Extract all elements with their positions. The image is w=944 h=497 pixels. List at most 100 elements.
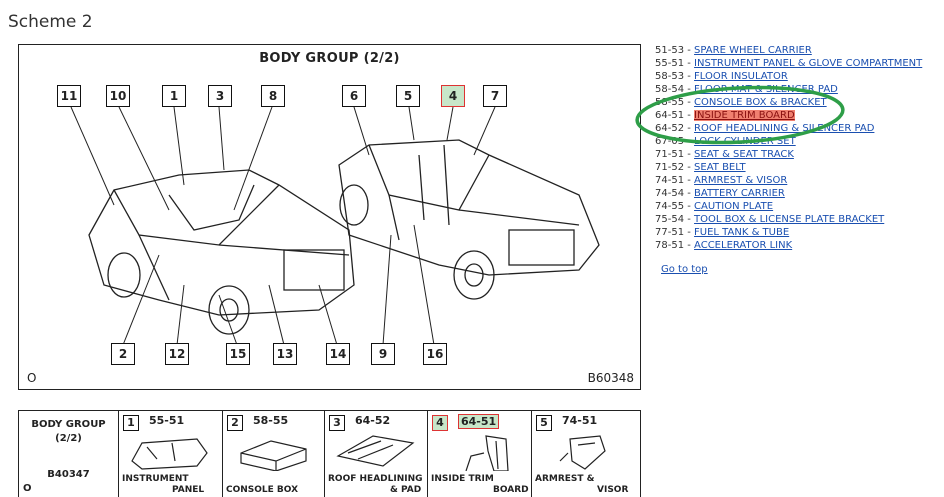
part-code: 55-51	[149, 414, 185, 427]
link-code: 74-54 -	[655, 188, 691, 199]
callout-8: 8	[261, 85, 285, 107]
strip-summary-code: B40347	[47, 469, 90, 480]
link-code: 75-54 -	[655, 214, 691, 225]
link-fuel-tank[interactable]: FUEL TANK & TUBE	[694, 227, 790, 238]
part-thumbnail-armrest-visor[interactable]: 5 74-51 ARMREST &VISOR	[532, 411, 638, 497]
callout-12: 12	[165, 343, 189, 365]
link-code: 55-51 -	[655, 58, 691, 69]
parts-link-list: 51-53 - SPARE WHEEL CARRIER 55-51 - INST…	[655, 44, 922, 252]
part-number: 5	[536, 415, 552, 431]
link-accelerator-link[interactable]: ACCELERATOR LINK	[694, 240, 793, 251]
callout-13: 13	[273, 343, 297, 365]
link-tool-box[interactable]: TOOL BOX & LICENSE PLATE BRACKET	[694, 214, 885, 225]
link-code: 77-51 -	[655, 227, 691, 238]
callout-16: 16	[423, 343, 447, 365]
link-code: 58-55 -	[655, 97, 691, 108]
diagram-code: B60348	[587, 371, 634, 385]
callout-2: 2	[111, 343, 135, 365]
part-label: ROOF HEADLINING& PAD	[328, 474, 423, 495]
callout-4: 4	[441, 85, 465, 107]
link-floor-mat[interactable]: FLOOR MAT & SILENCER PAD	[694, 84, 838, 95]
part-code: 58-55	[253, 414, 289, 427]
link-code: 67-05 -	[655, 136, 691, 147]
link-row: 58-55 - CONSOLE BOX & BRACKET	[655, 96, 922, 109]
callout-6: 6	[342, 85, 366, 107]
link-row: 71-52 - SEAT BELT	[655, 161, 922, 174]
part-thumbnail-console-box[interactable]: 2 58-55 CONSOLE BOX	[223, 411, 325, 497]
link-code: 71-51 -	[655, 149, 691, 160]
link-code: 74-55 -	[655, 201, 691, 212]
callout-14: 14	[326, 343, 350, 365]
link-battery-carrier[interactable]: BATTERY CARRIER	[694, 188, 785, 199]
link-floor-insulator[interactable]: FLOOR INSULATOR	[694, 71, 788, 82]
link-code: 58-54 -	[655, 84, 691, 95]
callout-9: 9	[371, 343, 395, 365]
link-row: 58-53 - FLOOR INSULATOR	[655, 70, 922, 83]
link-row: 75-54 - TOOL BOX & LICENSE PLATE BRACKET	[655, 213, 922, 226]
link-seat-track[interactable]: SEAT & SEAT TRACK	[694, 149, 794, 160]
strip-summary-cell: BODY GROUP (2/2) B40347 O	[19, 411, 119, 497]
link-row: 71-51 - SEAT & SEAT TRACK	[655, 148, 922, 161]
link-row: 74-51 - ARMREST & VISOR	[655, 174, 922, 187]
link-console-box[interactable]: CONSOLE BOX & BRACKET	[694, 97, 827, 108]
truck-illustration	[70, 106, 600, 346]
link-code: 74-51 -	[655, 175, 691, 186]
console-box-icon	[240, 440, 307, 471]
link-roof-headlining[interactable]: ROOF HEADLINING & SILENCER PAD	[694, 123, 875, 134]
strip-summary-mark: O	[23, 483, 32, 494]
link-code: 64-52 -	[655, 123, 691, 134]
link-code: 71-52 -	[655, 162, 691, 173]
link-lock-cylinder-set[interactable]: LOCK CYLINDER SET	[694, 136, 796, 147]
parts-thumbnail-strip: BODY GROUP (2/2) B40347 O 1 55-51 INSTRU…	[18, 410, 641, 497]
callout-15: 15	[226, 343, 250, 365]
link-row: 64-52 - ROOF HEADLINING & SILENCER PAD	[655, 122, 922, 135]
part-number: 2	[227, 415, 243, 431]
link-armrest-visor[interactable]: ARMREST & VISOR	[694, 175, 788, 186]
page-title: Scheme 2	[8, 12, 93, 32]
link-row: 58-54 - FLOOR MAT & SILENCER PAD	[655, 83, 922, 96]
link-spare-wheel-carrier[interactable]: SPARE WHEEL CARRIER	[694, 45, 812, 56]
part-number-highlighted: 4	[432, 415, 448, 431]
part-label: CONSOLE BOX	[226, 485, 299, 495]
link-code: 51-53 -	[655, 45, 691, 56]
callout-11: 11	[57, 85, 81, 107]
callout-7: 7	[483, 85, 507, 107]
callout-3: 3	[208, 85, 232, 107]
link-code: 78-51 -	[655, 240, 691, 251]
part-label: ARMREST &VISOR	[535, 474, 629, 495]
link-instrument-panel[interactable]: INSTRUMENT PANEL & GLOVE COMPARTMENT	[694, 58, 923, 69]
callout-10: 10	[106, 85, 130, 107]
link-row: 51-53 - SPARE WHEEL CARRIER	[655, 44, 922, 57]
part-number: 1	[123, 415, 139, 431]
link-row: 74-54 - BATTERY CARRIER	[655, 187, 922, 200]
body-group-diagram: BODY GROUP (2/2)	[18, 44, 641, 390]
instrument-panel-icon	[131, 438, 208, 470]
part-code-highlighted: 64-51	[458, 414, 500, 429]
link-caution-plate[interactable]: CAUTION PLATE	[694, 201, 774, 212]
callout-1: 1	[162, 85, 186, 107]
link-code: 58-53 -	[655, 71, 691, 82]
inside-trim-board-icon	[465, 435, 509, 471]
part-code: 74-51	[562, 414, 598, 427]
link-seat-belt[interactable]: SEAT BELT	[694, 162, 746, 173]
roof-headlining-icon	[336, 435, 415, 467]
corner-mark: O	[27, 371, 37, 385]
link-row: 55-51 - INSTRUMENT PANEL & GLOVE COMPART…	[655, 57, 922, 70]
link-row: 74-55 - CAUTION PLATE	[655, 200, 922, 213]
strip-summary-title: BODY GROUP	[31, 419, 106, 430]
callout-5: 5	[396, 85, 420, 107]
link-row: 67-05 - LOCK CYLINDER SET	[655, 135, 922, 148]
link-inside-trim-board[interactable]: INSIDE TRIM BOARD	[694, 110, 795, 121]
armrest-visor-icon	[559, 435, 606, 470]
part-code: 64-52	[355, 414, 391, 427]
part-thumbnail-roof-headlining[interactable]: 3 64-52 ROOF HEADLINING& PAD	[325, 411, 428, 497]
link-row: 77-51 - FUEL TANK & TUBE	[655, 226, 922, 239]
link-row: 64-51 - INSIDE TRIM BOARD	[655, 109, 922, 122]
diagram-title: BODY GROUP (2/2)	[259, 51, 400, 66]
go-to-top-link[interactable]: Go to top	[661, 264, 708, 275]
link-code: 64-51 -	[655, 110, 691, 121]
strip-summary-subtitle: (2/2)	[55, 433, 82, 444]
